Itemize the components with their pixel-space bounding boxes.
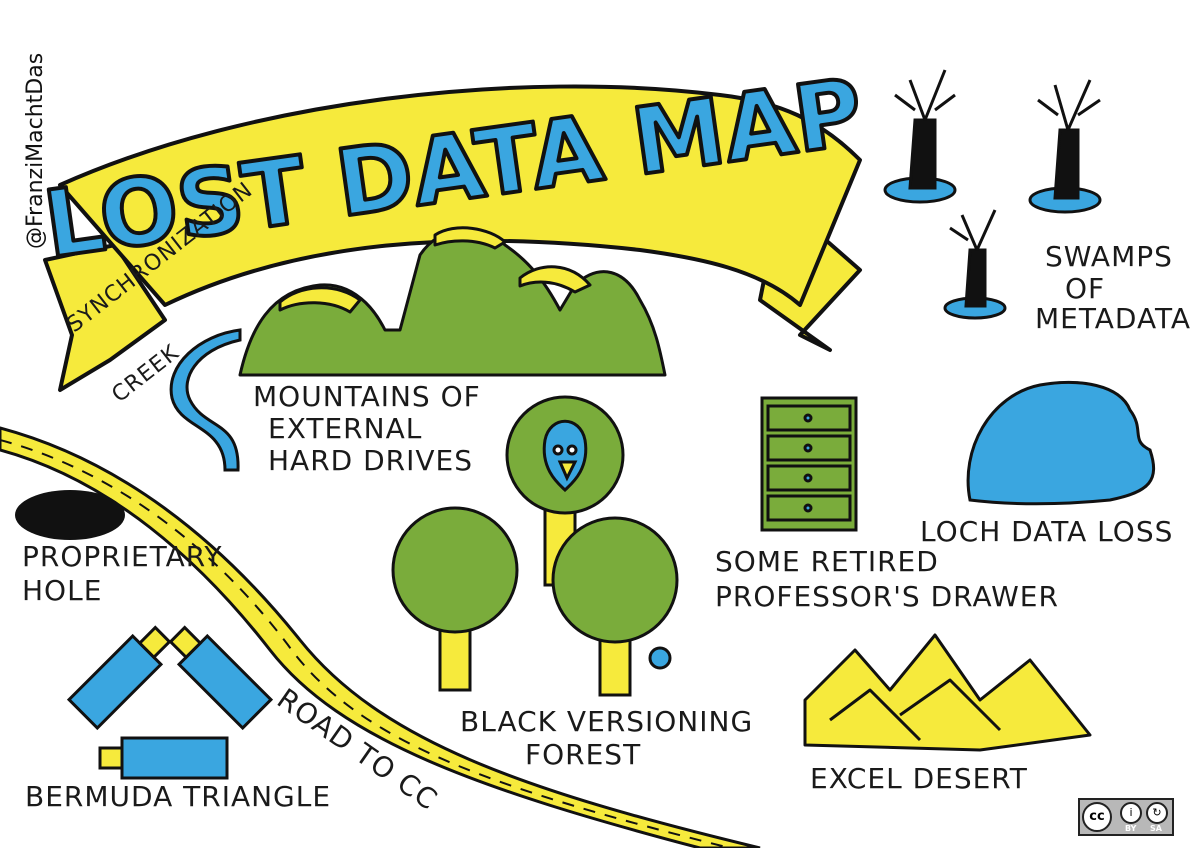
- proprietary-hole: [15, 490, 125, 540]
- synchronization-creek: [169, 328, 242, 472]
- bermuda-triangle-usb: [66, 625, 274, 780]
- by-label: BY: [1125, 824, 1137, 833]
- professors-drawer: [760, 396, 858, 532]
- excel-desert: [803, 633, 1092, 752]
- forest-label-1: BLACK VERSIONING: [460, 705, 754, 738]
- forest-label-2: FOREST: [525, 738, 642, 771]
- swamps-label-2: OF: [1065, 272, 1106, 305]
- sa-icon: ↻: [1146, 802, 1168, 824]
- by-icon: i: [1120, 802, 1142, 824]
- desert-label: EXCEL DESERT: [810, 762, 1028, 795]
- mountains-label-1: MOUNTAINS OF: [253, 380, 481, 413]
- black-versioning-forest: [391, 395, 679, 697]
- drawer-label-1: SOME RETIRED: [715, 545, 939, 578]
- swamps-label-3: METADATA: [1035, 302, 1192, 335]
- cc-license-badge: cc i ↻ BY SA: [1078, 798, 1174, 836]
- swamps-label-1: SWAMPS: [1045, 240, 1173, 273]
- author-credit: @FranziMachtDas: [23, 52, 48, 249]
- drawer-label-2: PROFESSOR'S DRAWER: [715, 580, 1059, 613]
- sa-label: SA: [1150, 824, 1162, 833]
- hole-label-2: HOLE: [22, 574, 103, 607]
- bermuda-label: BERMUDA TRIANGLE: [25, 780, 332, 813]
- road-to-cc: [0, 426, 761, 848]
- loch-data-loss: [966, 380, 1156, 506]
- mountains-label-2: EXTERNAL: [268, 412, 423, 445]
- hole-label-1: PROPRIETARY: [22, 540, 223, 573]
- mountains-of-external-hard-drives: [238, 226, 667, 377]
- cc-icon: cc: [1082, 802, 1112, 832]
- swamps-of-metadata: [883, 69, 1102, 320]
- mountains-label-3: HARD DRIVES: [268, 444, 474, 477]
- loch-label: LOCH DATA LOSS: [920, 515, 1174, 548]
